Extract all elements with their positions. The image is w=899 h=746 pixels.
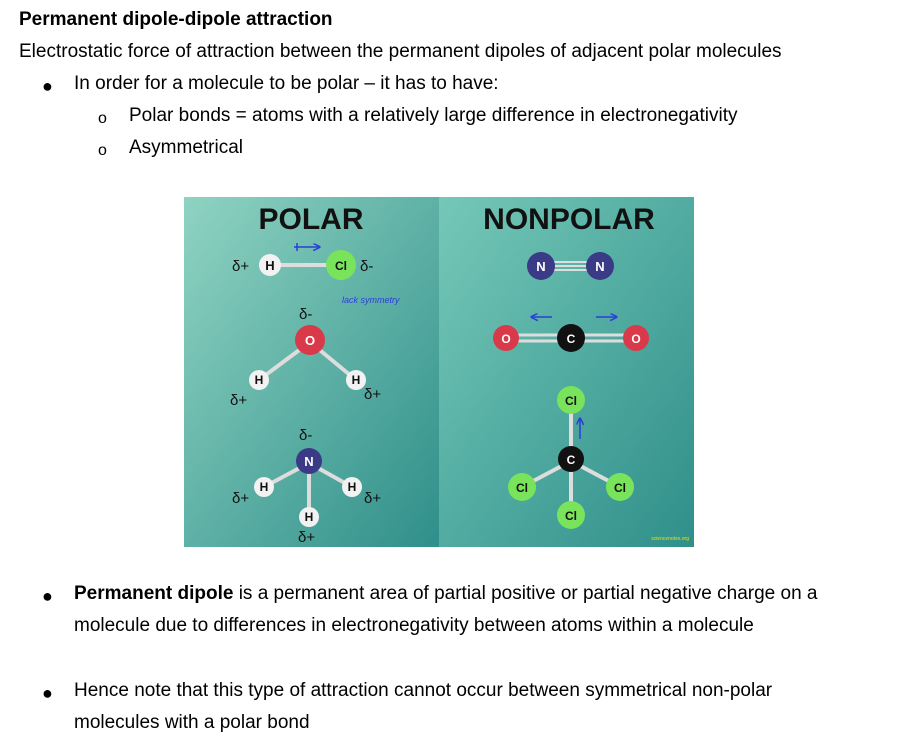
ammonia-h-label: H bbox=[260, 480, 269, 494]
ccl4-cl-atom bbox=[508, 473, 536, 501]
hcl-delta-minus: δ- bbox=[360, 258, 373, 275]
watermark: sciencenotes.org bbox=[651, 536, 689, 542]
sub-bullet-polar-bonds: Polar bonds = atoms with a relatively la… bbox=[129, 105, 738, 126]
hcl-cl-label: Cl bbox=[335, 259, 347, 273]
nonpolar-title: NONPOLAR bbox=[483, 203, 655, 236]
permanent-dipole-term: Permanent dipole bbox=[74, 583, 234, 604]
ccl4-cl-atom bbox=[606, 473, 634, 501]
ccl4-c-atom bbox=[558, 446, 584, 472]
ammonia-h-label: H bbox=[348, 480, 357, 494]
water-h-label: H bbox=[352, 373, 361, 387]
ammonia-h-atom bbox=[299, 507, 319, 527]
n2-n-atom bbox=[586, 252, 614, 280]
nonpolar-panel bbox=[439, 197, 694, 547]
water-delta-plus: δ+ bbox=[364, 386, 381, 403]
co2-c-label: C bbox=[567, 332, 576, 346]
ammonia-n-label: N bbox=[304, 454, 313, 469]
permanent-dipole-def-line2: molecule due to differences in electrone… bbox=[74, 615, 754, 636]
ccl4-cl-label: Cl bbox=[516, 481, 528, 495]
lack-symmetry-note: lack symmetry bbox=[342, 295, 400, 305]
bullet-hence-note: Hence note that this type of attraction … bbox=[74, 675, 772, 739]
co2-o-atom bbox=[493, 325, 519, 351]
hcl-h-label: H bbox=[265, 258, 274, 273]
ccl4-cl-atom bbox=[557, 386, 585, 414]
water-h-atom bbox=[346, 370, 366, 390]
co2-c-atom bbox=[557, 324, 585, 352]
bullet-marker: ● bbox=[42, 76, 53, 96]
bullet-marker: ● bbox=[42, 586, 53, 606]
sub-bullet-asymmetrical: Asymmetrical bbox=[129, 137, 244, 158]
water-o-label: O bbox=[305, 333, 315, 348]
ammonia-h-atom bbox=[342, 477, 362, 497]
bullet-marker: ● bbox=[42, 683, 53, 703]
water-delta-plus: δ+ bbox=[230, 392, 247, 409]
ccl4-cl-label: Cl bbox=[565, 394, 577, 408]
polar-panel bbox=[184, 197, 439, 547]
ammonia-delta-plus: δ+ bbox=[232, 490, 249, 507]
water-h-label: H bbox=[255, 373, 264, 387]
sub-bullet-marker: o bbox=[98, 110, 107, 127]
polar-title: POLAR bbox=[259, 203, 364, 236]
hence-note-line1: Hence note that this type of attraction … bbox=[74, 680, 773, 701]
ammonia-delta-plus: δ+ bbox=[364, 490, 381, 507]
co2-o-label: O bbox=[631, 332, 640, 346]
ccl4-c-label: C bbox=[567, 453, 576, 467]
ccl4-cl-label: Cl bbox=[614, 481, 626, 495]
ammonia-h-atom bbox=[254, 477, 274, 497]
hence-note-line2: molecules with a polar bond bbox=[74, 712, 310, 733]
co2-o-label: O bbox=[501, 332, 510, 346]
polar-nonpolar-figure: POLAR NONPOLAR δ+ H Cl δ- δ- lack symmet… bbox=[184, 197, 694, 547]
hcl-cl-atom bbox=[326, 250, 356, 280]
water-delta-minus: δ- bbox=[299, 306, 312, 323]
permanent-dipole-def: is a permanent area of partial positive … bbox=[233, 583, 818, 604]
sub-bullet-marker: o bbox=[98, 142, 107, 159]
bullet-polar-requirements: In order for a molecule to be polar – it… bbox=[74, 73, 499, 94]
co2-o-atom bbox=[623, 325, 649, 351]
ccl4-cl-atom bbox=[557, 501, 585, 529]
ccl4-cl-label: Cl bbox=[565, 509, 577, 523]
section-heading: Permanent dipole-dipole attraction bbox=[19, 9, 333, 30]
ammonia-h-label: H bbox=[305, 510, 314, 524]
n2-n-label: N bbox=[536, 259, 545, 274]
definition-text: Electrostatic force of attraction betwee… bbox=[19, 41, 782, 62]
ammonia-delta-minus: δ- bbox=[299, 427, 312, 444]
n2-n-label: N bbox=[595, 259, 604, 274]
n2-n-atom bbox=[527, 252, 555, 280]
ammonia-delta-plus: δ+ bbox=[298, 529, 315, 546]
ammonia-n-atom bbox=[296, 448, 322, 474]
water-o-atom bbox=[295, 325, 325, 355]
bullet-permanent-dipole: Permanent dipole is a permanent area of … bbox=[74, 578, 818, 642]
hcl-delta-plus: δ+ bbox=[232, 258, 249, 275]
water-h-atom bbox=[249, 370, 269, 390]
hcl-h-atom bbox=[259, 254, 281, 276]
